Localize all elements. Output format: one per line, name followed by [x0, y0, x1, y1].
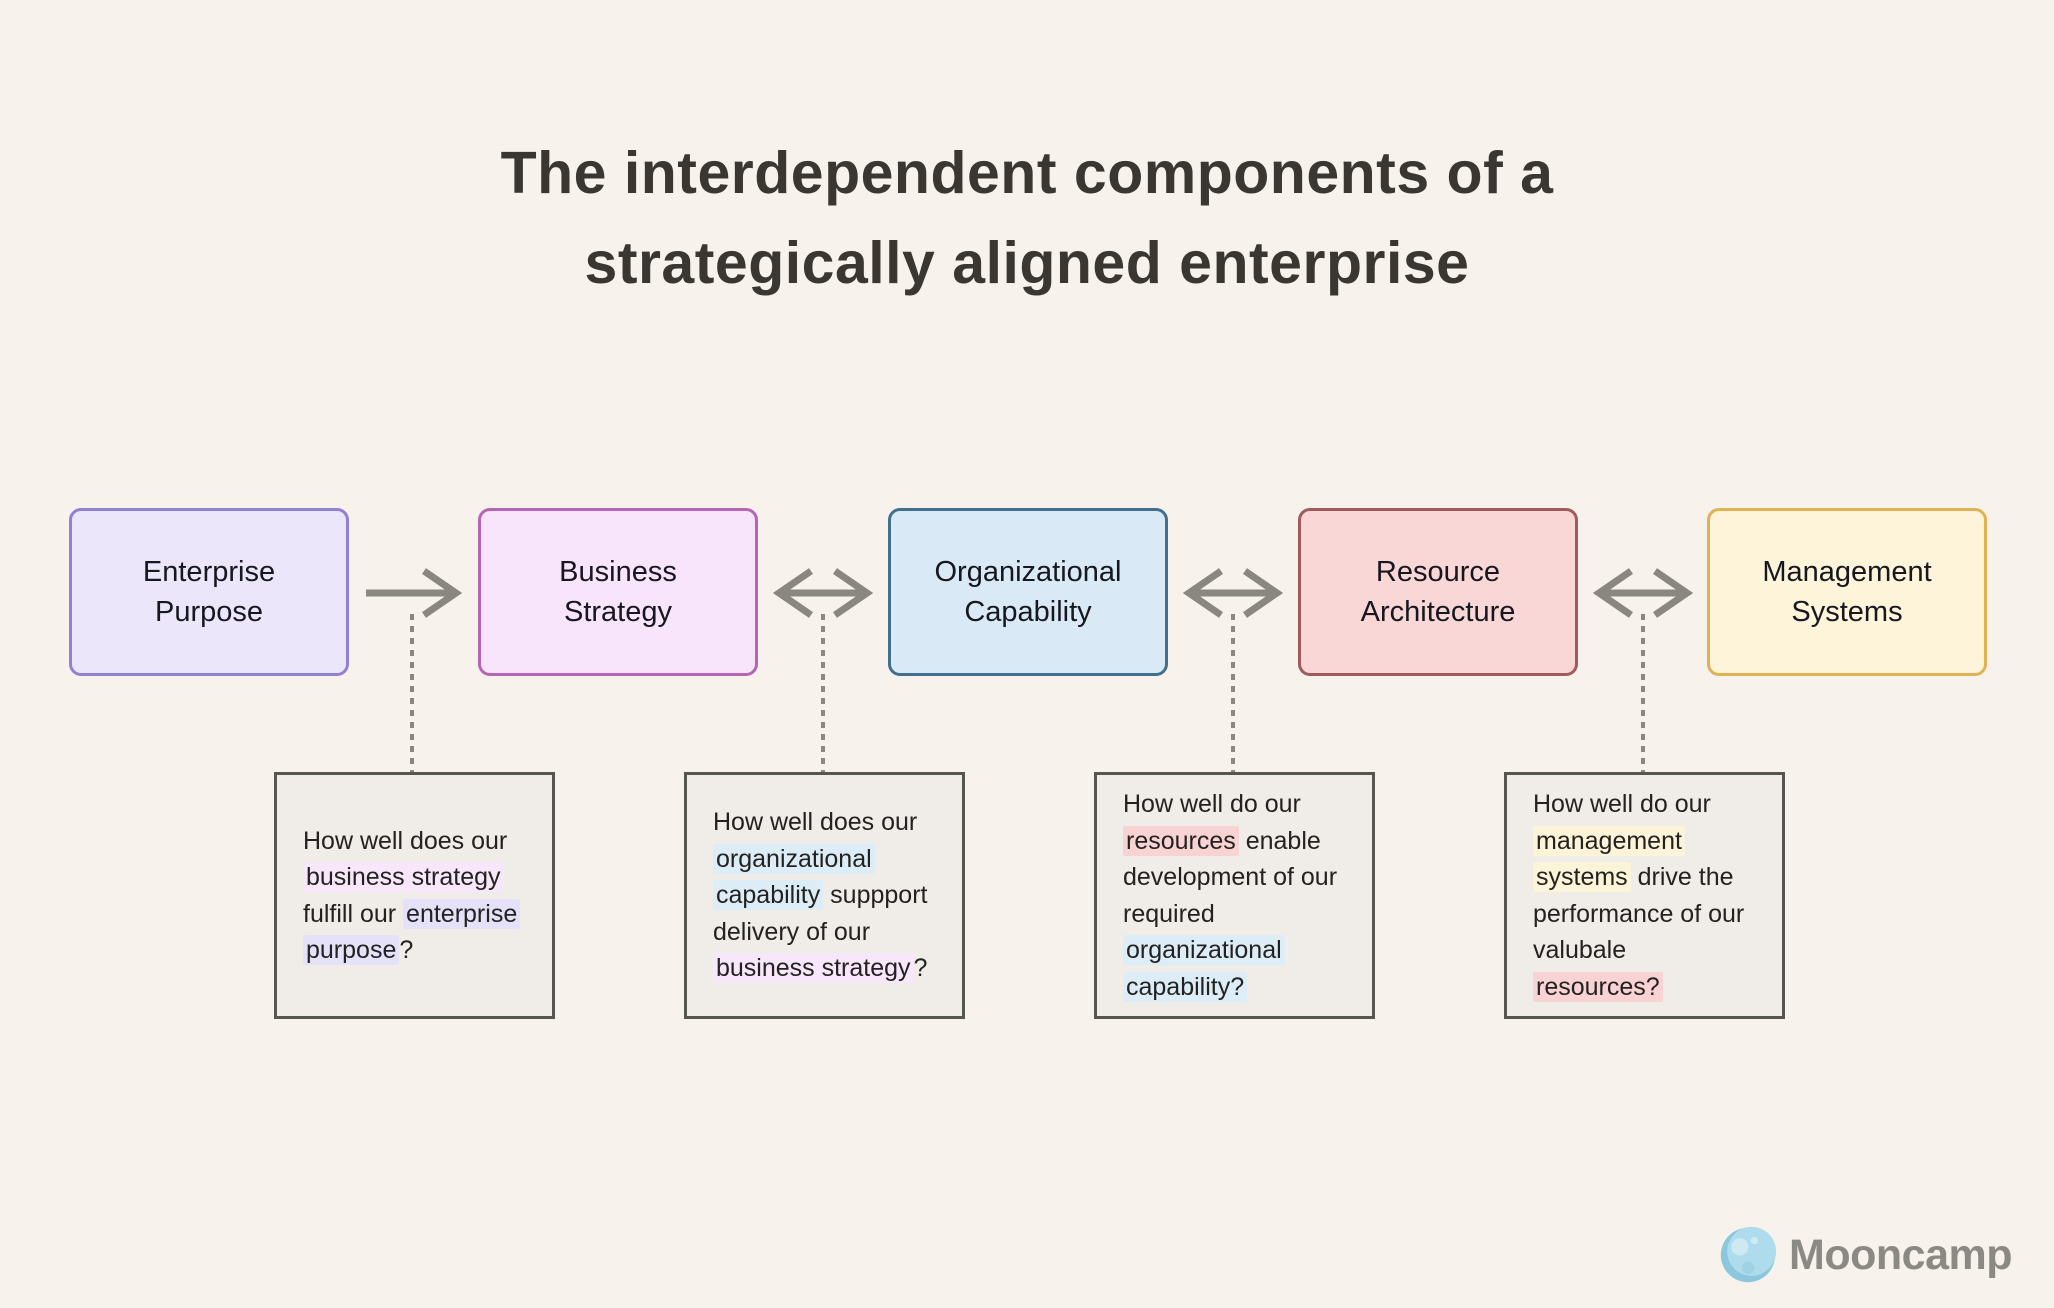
component-box-organizational-capability: Organizational Capability [888, 508, 1168, 676]
note-box-organizational-capability-question: How well does our organizational capabil… [684, 772, 965, 1019]
component-box-management-systems: Management Systems [1707, 508, 1987, 676]
dotted-connector [1641, 614, 1645, 772]
dotted-connector [1231, 614, 1235, 772]
note-box-management-systems-question: How well do our management systems drive… [1504, 772, 1785, 1019]
component-box-business-strategy: Business Strategy [478, 508, 758, 676]
mooncamp-logo-text: Mooncamp [1789, 1230, 2012, 1279]
diagram-title: The interdependent components of a strat… [500, 140, 1554, 297]
component-box-resource-architecture: Resource Architecture [1298, 508, 1578, 676]
double-arrow-icon [1593, 565, 1693, 621]
double-arrow-icon [1183, 565, 1283, 621]
note-box-business-strategy-question: How well does our business strategy fulf… [274, 772, 555, 1019]
right-arrow-icon [362, 565, 462, 621]
dotted-connector [821, 614, 825, 772]
dotted-connector [410, 614, 414, 772]
double-arrow-icon [773, 565, 873, 621]
mooncamp-logo: Mooncamp [1719, 1226, 2012, 1284]
moon-icon [1719, 1226, 1777, 1284]
component-box-enterprise-purpose: Enterprise Purpose [69, 508, 349, 676]
note-box-resources-question: How well do our resources enable develop… [1094, 772, 1375, 1019]
